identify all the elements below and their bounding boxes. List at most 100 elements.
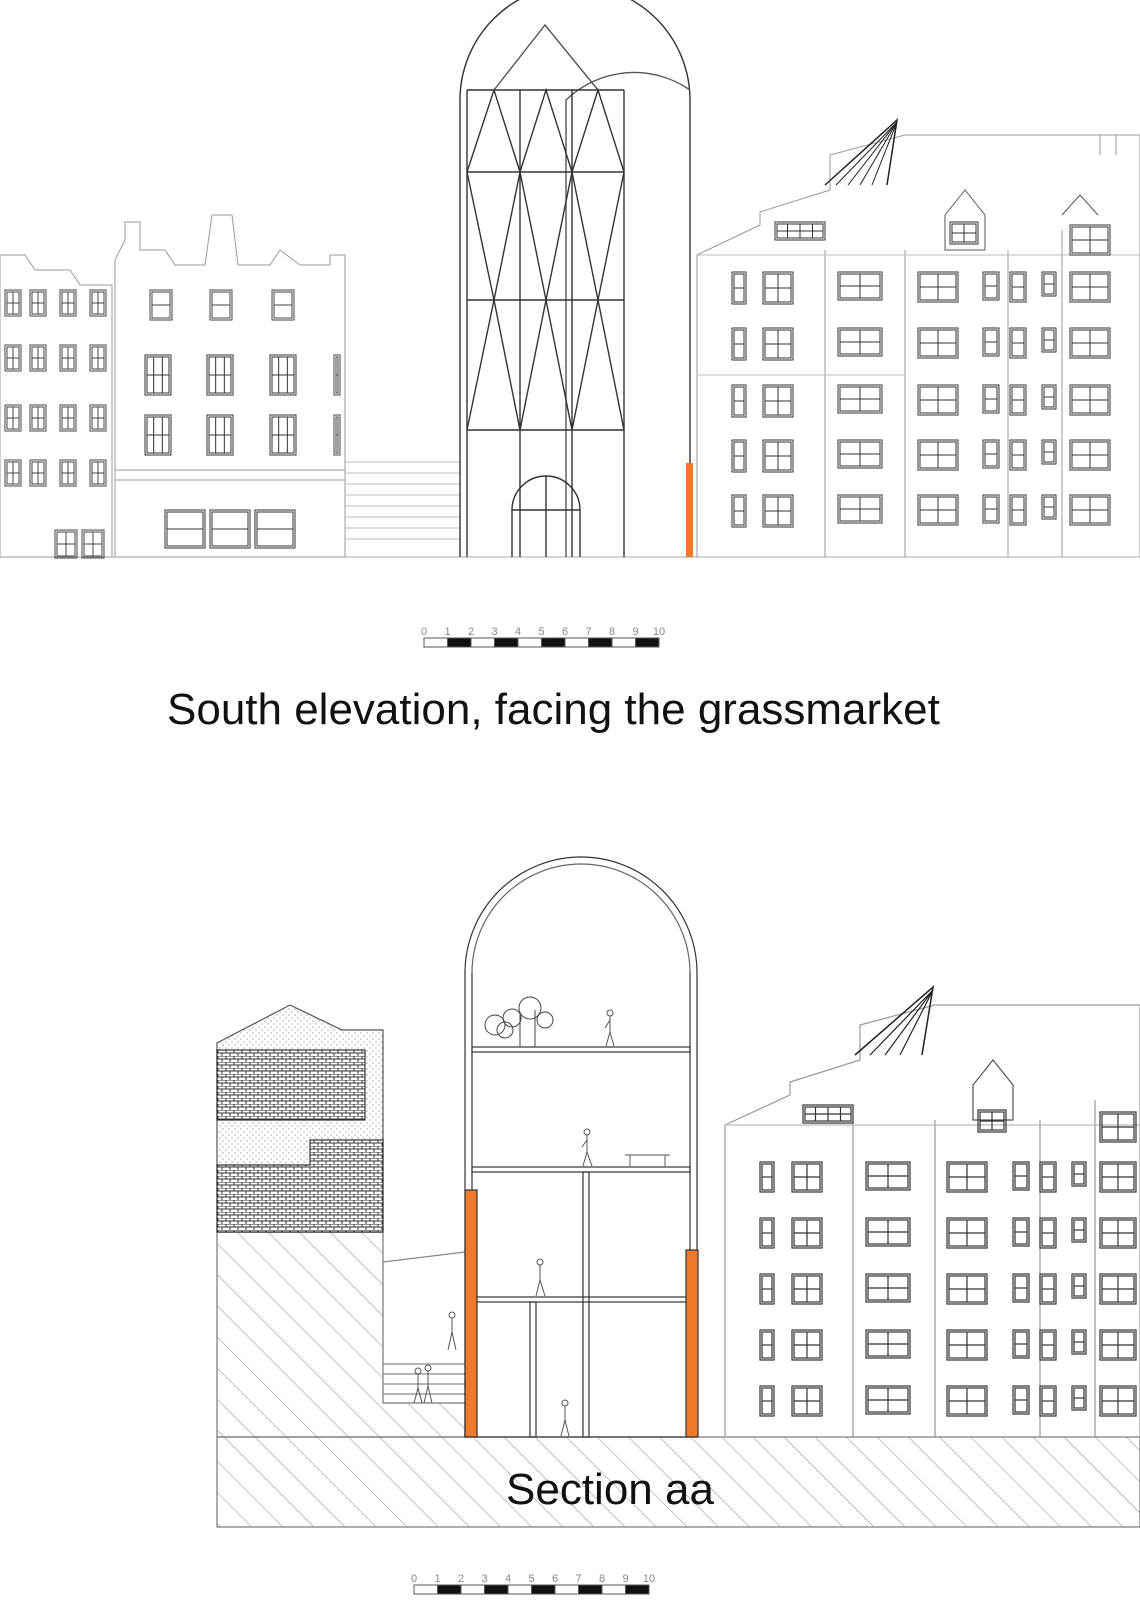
window [865, 1161, 911, 1191]
person-figure [535, 1258, 546, 1297]
window [865, 1273, 911, 1303]
window [759, 1273, 775, 1305]
window [791, 1329, 823, 1361]
window [254, 509, 296, 549]
window [89, 344, 107, 372]
scale-tick-label: 6 [562, 626, 568, 638]
floor-3 [471, 1166, 691, 1173]
floor-2 [471, 1296, 691, 1303]
roof-garden-trees [484, 996, 554, 1047]
section-stair [382, 1251, 466, 1395]
left-context-windows [4, 289, 341, 559]
window [982, 494, 1000, 524]
window [1039, 1329, 1057, 1361]
scale-tick-label: 3 [491, 626, 497, 638]
window [1099, 1217, 1137, 1249]
window [917, 384, 959, 416]
window [29, 344, 47, 372]
scale-tick-label: 4 [505, 1573, 511, 1585]
scale-segment [437, 1584, 462, 1595]
window [1099, 1273, 1137, 1305]
scale-segment [625, 1584, 650, 1595]
window [1069, 224, 1111, 256]
window [1039, 1273, 1057, 1305]
column-left [529, 1301, 537, 1438]
orange-wall-right [685, 1249, 699, 1438]
window [1012, 1273, 1030, 1303]
window [759, 1161, 775, 1193]
brick-band-lower [216, 1139, 384, 1233]
window [917, 439, 959, 471]
window [59, 289, 77, 317]
window [982, 327, 1000, 357]
window [1012, 1217, 1030, 1247]
window [209, 289, 233, 321]
window [1069, 384, 1111, 416]
scale-segment [564, 637, 589, 648]
window [1012, 1329, 1030, 1359]
window [1012, 1385, 1030, 1415]
scale-tick-label: 5 [528, 1573, 534, 1585]
south-elevation [0, 0, 1140, 559]
orange-wall-left [464, 1189, 478, 1438]
window [1041, 439, 1057, 465]
window [791, 1273, 823, 1305]
brick-band-upper [216, 1049, 366, 1121]
window [89, 404, 107, 432]
window [865, 1385, 911, 1415]
window [89, 459, 107, 487]
window [59, 404, 77, 432]
person-figure [413, 1367, 423, 1404]
window [29, 404, 47, 432]
scale-tick-label: 5 [538, 626, 544, 638]
stair-link [345, 461, 460, 540]
scale-tick-label: 1 [434, 1573, 440, 1585]
window [802, 1104, 854, 1124]
window [982, 271, 1000, 301]
window [1039, 1217, 1057, 1249]
window [731, 327, 747, 361]
column-mid [582, 1171, 590, 1438]
scale-tick-label: 2 [468, 626, 474, 638]
window [1099, 1111, 1137, 1143]
window [271, 289, 295, 321]
scale-tick-label: 4 [515, 626, 521, 638]
window [762, 439, 794, 473]
window [1069, 494, 1111, 526]
window [333, 354, 341, 396]
person-figure [604, 1009, 615, 1047]
scale-segment [554, 1584, 579, 1595]
scale-tick-label: 0 [411, 1573, 417, 1585]
window [946, 1217, 988, 1249]
window [144, 354, 172, 396]
window [1071, 1329, 1087, 1355]
window [269, 414, 297, 456]
window [731, 494, 747, 528]
window [1041, 327, 1057, 353]
window [865, 1217, 911, 1247]
section-title: Section aa [506, 1465, 714, 1514]
window [1071, 1273, 1087, 1299]
window [29, 459, 47, 487]
floor-4 [471, 1046, 691, 1053]
window [1039, 1385, 1057, 1417]
scale-segment [531, 1584, 556, 1595]
scale-segment [611, 637, 636, 648]
orange-cladding-strip [686, 463, 693, 557]
window [269, 354, 297, 396]
window [54, 529, 78, 559]
scale-segment [470, 637, 495, 648]
section-right-windows [759, 1104, 1137, 1417]
scale-segment [517, 637, 542, 648]
scale-segment [601, 1584, 626, 1595]
scale-tick-label: 2 [458, 1573, 464, 1585]
window [949, 221, 979, 245]
window [1069, 439, 1111, 471]
window [762, 271, 794, 305]
window [946, 1273, 988, 1305]
window [1041, 271, 1057, 297]
window [1009, 439, 1027, 471]
person-figure [447, 1311, 457, 1351]
person-figure [581, 1128, 593, 1167]
